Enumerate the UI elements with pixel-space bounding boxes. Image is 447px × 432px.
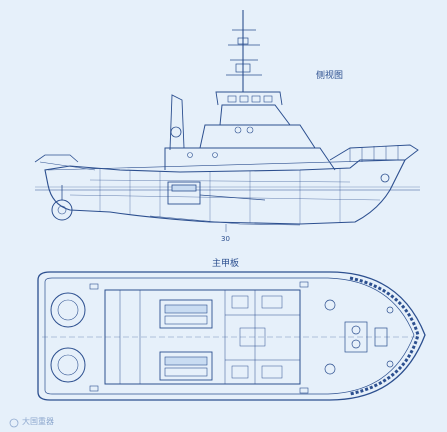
keel-line bbox=[149, 215, 301, 226]
tow-line bbox=[39, 161, 96, 171]
watermark-text: 大国重器 bbox=[22, 417, 54, 426]
deck-hull-outline bbox=[37, 271, 426, 401]
side-view-label: 侧视图 bbox=[316, 69, 343, 81]
deckhouse-level-2 bbox=[199, 124, 316, 149]
main-engine-block bbox=[167, 181, 201, 205]
side-view: 侧视图 30 bbox=[34, 10, 420, 243]
engine-casing-starboard bbox=[159, 351, 213, 381]
circle-logo-icon bbox=[9, 418, 19, 428]
aft-towing-gear bbox=[34, 154, 79, 163]
bow-fender-band bbox=[349, 276, 420, 396]
bow-fenders bbox=[349, 145, 399, 162]
deck-plan: 主甲板 bbox=[37, 257, 426, 401]
frame-marker: 30 bbox=[221, 235, 230, 243]
deck-bulwark bbox=[44, 277, 415, 395]
engine-cylinder-row bbox=[171, 184, 197, 192]
hull-outline bbox=[44, 159, 406, 225]
thruster-hub bbox=[57, 205, 67, 215]
portholes bbox=[187, 126, 254, 158]
forward-deck-equipment bbox=[324, 299, 394, 375]
main-deck-line bbox=[47, 159, 406, 171]
engine-casing-port bbox=[159, 299, 213, 329]
wheelhouse-windows bbox=[227, 95, 273, 103]
bow-fitting bbox=[380, 173, 390, 183]
mast-yards bbox=[226, 29, 262, 76]
deckhouse-outline bbox=[104, 289, 301, 385]
winch-drum-starboard bbox=[50, 347, 86, 383]
exhaust-funnel bbox=[169, 94, 185, 151]
aft-bollards bbox=[89, 281, 309, 394]
funnel-emblem bbox=[170, 126, 182, 138]
winch-drum-port bbox=[50, 292, 86, 328]
deckhouse-level-1 bbox=[164, 147, 336, 171]
main-deck-label: 主甲板 bbox=[212, 257, 239, 269]
hull-frames bbox=[69, 168, 381, 224]
propeller-shaft bbox=[199, 194, 266, 201]
wheelhouse bbox=[219, 104, 291, 126]
bow-bulwark bbox=[329, 144, 419, 161]
cabin-partitions bbox=[119, 290, 300, 384]
wheelhouse-top bbox=[215, 91, 283, 106]
